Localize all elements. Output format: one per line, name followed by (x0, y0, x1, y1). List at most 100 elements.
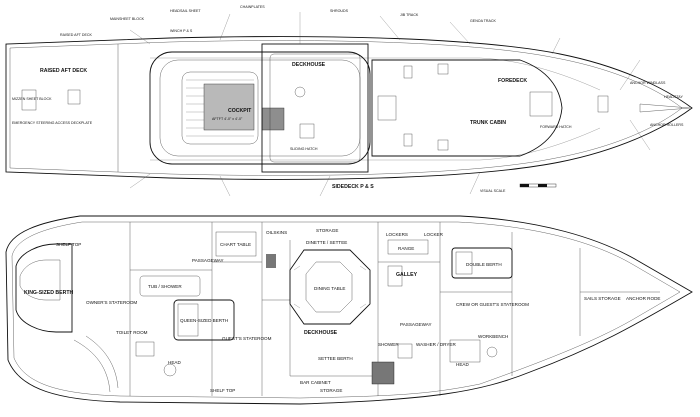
mast-partner (377, 95, 397, 121)
forward-head-sink (486, 346, 498, 358)
note: SHROUDS (330, 9, 349, 13)
label-dinette: DINETTE / SETTEE (306, 240, 347, 245)
galley-fridge (371, 361, 395, 385)
note: MAINSHEET BLOCK (110, 17, 145, 21)
forward-head (449, 339, 481, 363)
label-mizzen-sheet: MIZZEN SHEET BLOCK (12, 97, 52, 101)
label-shelf-top-aft: SHELF TOP (56, 242, 81, 247)
label-headstay: HEADSTAY (664, 95, 683, 99)
label-oilskins: OILSKINS (266, 230, 287, 235)
label-shower: SHOWER (378, 342, 399, 347)
label-storage-bottom: STORAGE (320, 388, 342, 393)
label-foredeck: FOREDECK (498, 78, 527, 84)
label-queen-berth: QUEEN-SIZED BERTH (180, 318, 228, 323)
owner-head-sink (163, 363, 177, 377)
label-anchor-rode: ANCHOR RODE (626, 296, 660, 301)
label-toilet-room: TOILET ROOM (116, 330, 148, 335)
label-trunk-cabin: TRUNK CABIN (470, 120, 506, 126)
label-forward-hatch: FORWARD HATCH (540, 125, 572, 129)
note: HEADSAIL SHEET (170, 9, 201, 13)
label-sails-storage: SAILS STORAGE (584, 296, 621, 301)
label-passageway-fwd: PASSAGEWAY (400, 322, 432, 327)
owner-stair-curve (73, 339, 111, 393)
trunk-hatch-2 (437, 139, 449, 151)
queen-berth-pillows (177, 303, 199, 337)
bulkheads (129, 222, 581, 396)
label-lockers: LOCKERS (386, 232, 408, 237)
label-range: RANGE (398, 246, 414, 251)
trunk-hatch-1 (437, 63, 449, 75)
accom-hull-outline (5, 215, 693, 405)
aft-hatch (67, 89, 81, 105)
deckhouse-hatch (299, 123, 315, 139)
binnacle (294, 86, 306, 98)
deck-hull-outline (5, 36, 693, 180)
dinette-settee (289, 249, 371, 325)
galley-sink (387, 265, 403, 287)
trunk-portlight-2 (403, 133, 413, 147)
label-anchor-windlass: ANCHOR WINDLASS (630, 81, 666, 85)
washer-dryer-box (397, 343, 413, 359)
label-passageway-aft: PASSAGEWAY (192, 258, 224, 263)
bow-roller (639, 103, 691, 113)
label-deckhouse-top: DECKHOUSE (292, 62, 326, 68)
label-sidedeck: SIDEDECK P & S (332, 184, 374, 190)
anchor-windlass-unit (597, 95, 609, 113)
deck-top-notes: RAISED AFT DECK MAINSHEET BLOCK HEADSAIL… (60, 5, 496, 37)
label-head-aft: HEAD (168, 360, 181, 365)
label-emergency-steering: EMERGENCY STEERING ACCESS DECKPLATE (12, 121, 93, 125)
cockpit-sole-hatch (261, 107, 285, 131)
deck-plan: RAISED AFT DECK COCKPIT AFTFT 4'-0" x 4'… (5, 5, 693, 197)
label-shelf-top-stbd: SHELF TOP (210, 388, 235, 393)
label-owners-stateroom: OWNER'S STATEROOM (86, 300, 137, 305)
companionway-step (266, 254, 276, 268)
label-bar-cabinet: BAR CABINET (300, 380, 331, 385)
deck-leader-lines (129, 12, 651, 197)
note: JIB TRACK (400, 13, 419, 17)
forward-hatch (529, 91, 553, 117)
label-chart-table: CHART TABLE (220, 242, 251, 247)
label-anchor-rollers: ANCHOR ROLLERS (650, 123, 684, 127)
label-sliding-hatch: SLIDING HATCH (290, 147, 318, 151)
label-deckhouse-accom: DECKHOUSE (304, 330, 338, 336)
deckhouse-roof (261, 43, 369, 173)
label-galley: GALLEY (396, 272, 418, 278)
queen-berth (173, 299, 235, 341)
note: CHAINPLATES (240, 5, 265, 9)
accommodation-plan: KING-SIZED BERTH OWNER'S STATEROOM TUB /… (5, 215, 693, 405)
label-king-berth: KING-SIZED BERTH (24, 290, 74, 296)
label-winch: WINCH P & S (170, 29, 193, 33)
label-locker: LOCKER (424, 232, 444, 237)
double-berth (451, 247, 513, 279)
steering-deckplate (21, 89, 37, 111)
label-storage-top: STORAGE (316, 228, 338, 233)
label-raised-aft-deck: RAISED AFT DECK (40, 68, 87, 74)
label-head-fwd: HEAD (456, 362, 469, 367)
cockpit-table (203, 83, 255, 131)
cockpit-coaming (149, 51, 371, 165)
king-berth-pillows (19, 259, 61, 301)
label-guests-stateroom: GUEST'S STATEROOM (222, 336, 272, 341)
dining-table (305, 261, 353, 313)
label-double-berth: DOUBLE BERTH (466, 262, 502, 267)
label-aftfoot: AFTFT 4'-0" x 4'-0" (212, 117, 243, 121)
label-washer-dryer: WASHER / DRYER (416, 342, 457, 347)
deckhouse-inner (269, 53, 361, 163)
label-dining-table: DINING TABLE (314, 286, 345, 291)
tub-shower (139, 275, 201, 297)
deck-toe-rail (9, 40, 683, 176)
chart-table (215, 231, 257, 257)
note: RAISED AFT DECK (60, 33, 92, 37)
toilet-room-fixture (135, 341, 155, 357)
label-cockpit: COCKPIT (228, 108, 252, 114)
label-workbench: WORKBENCH (478, 334, 508, 339)
visual-scale-bar (519, 183, 557, 188)
king-berth (15, 243, 73, 333)
galley-range (387, 239, 429, 255)
label-visual-scale: VISUAL SCALE (480, 189, 506, 193)
label-crew-stateroom: CREW OR GUEST'S STATEROOM (456, 302, 529, 307)
label-tub-shower: TUB / SHOWER (148, 284, 182, 289)
cockpit-inner (159, 59, 361, 157)
